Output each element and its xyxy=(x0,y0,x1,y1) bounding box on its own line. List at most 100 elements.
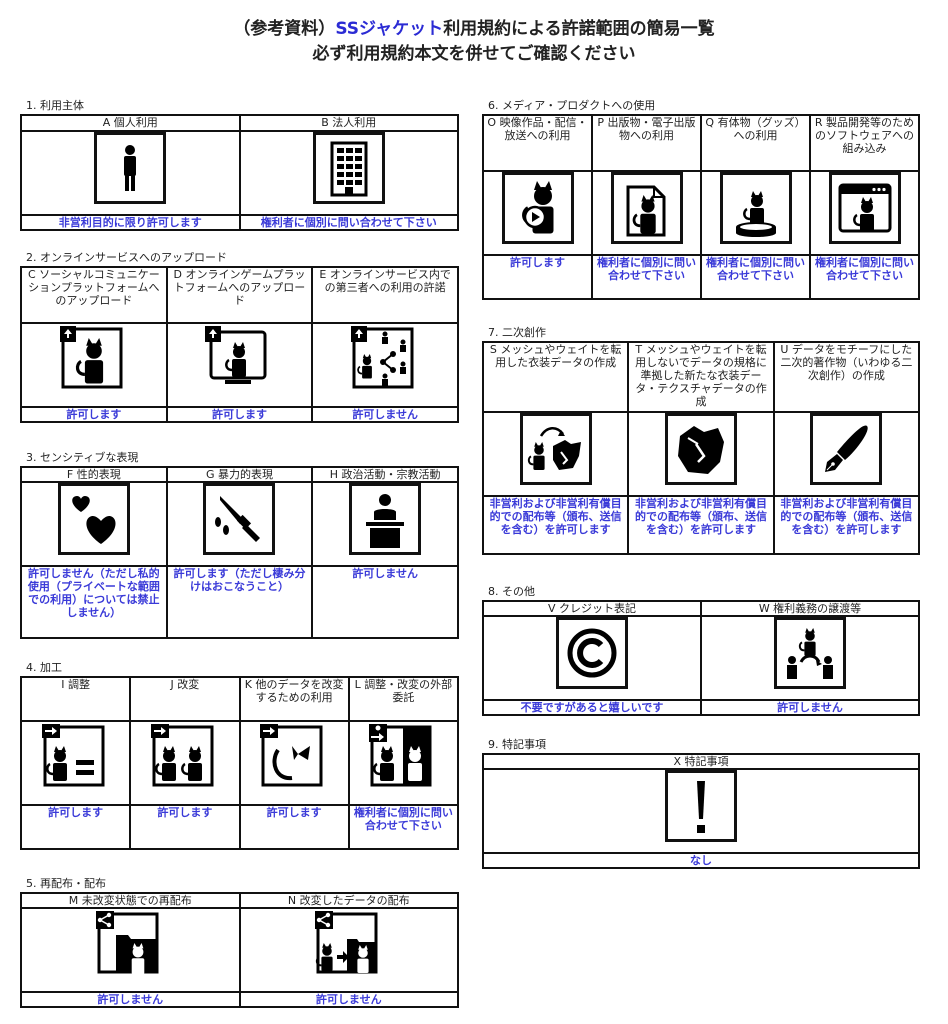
share-modified-icon xyxy=(312,910,385,981)
item-label: K 他のデータを改変するための利用 xyxy=(238,676,350,722)
item-status: 権利者に個別に問い合わせて下さい xyxy=(238,214,459,231)
item-status: 許可します xyxy=(20,406,168,423)
item-status: 非営利および非営利有償目的での配布等（頒布、送信を含む）を許可します xyxy=(481,495,630,555)
exclamation-icon xyxy=(665,771,737,842)
item-status: 権利者に個別に問い合わせて下さい xyxy=(591,254,702,300)
item-label: I 調整 xyxy=(19,676,132,722)
document-icon xyxy=(610,173,683,244)
section-title: 2. オンラインサービスへのアップロード xyxy=(26,251,227,264)
item-label: W 権利義務の譲渡等 xyxy=(700,600,920,617)
section-title: 4. 加工 xyxy=(26,661,62,674)
section-title: 1. 利用主体 xyxy=(26,99,84,112)
podium-icon xyxy=(349,484,422,555)
item-status: 許可しません xyxy=(311,406,459,423)
section-title: 9. 特記事項 xyxy=(488,738,546,751)
section-special-notes: 9. 特記事項 X 特記事項 なし xyxy=(482,738,920,869)
item-status: なし xyxy=(482,852,920,869)
license-table: F 性的表現 G 暴力的表現 H 政治活動・宗教活動 許可しません（ただし私的使… xyxy=(20,466,459,639)
section-derivative-works: 7. 二次創作 S メッシュやウェイトを転用した衣装データの作成 T メッシュや… xyxy=(481,326,921,555)
knife-icon xyxy=(203,484,276,555)
item-label: N 改変したデータの配布 xyxy=(238,892,459,909)
clothing-transfer-icon xyxy=(519,414,592,485)
item-label: Q 有体物（グッズ）への利用 xyxy=(700,114,811,172)
item-label: P 出版物・電子出版物への利用 xyxy=(591,114,702,172)
product-name: SSジャケット xyxy=(335,19,444,39)
item-status: 非営利および非営利有償目的での配布等（頒布、送信を含む）を許可します xyxy=(772,495,921,555)
item-label: G 暴力的表現 xyxy=(165,466,314,483)
section-media-product: 6. メディア・プロダクトへの使用 O 映像作品・配信・放送への利用 P 出版物… xyxy=(482,99,920,300)
item-status: 許可しません xyxy=(700,699,920,716)
item-label: X 特記事項 xyxy=(482,753,920,770)
item-status: 不要ですがあると嬉しいです xyxy=(482,699,702,716)
item-label: R 製品開発等のためのソフトウェアへの組み込み xyxy=(809,114,920,172)
item-label: T メッシュやウェイトを転用しないでデータの規格に準拠した新たな衣装データ・テク… xyxy=(627,341,775,413)
item-status: 許可します xyxy=(19,804,132,850)
section-title: 6. メディア・プロダクトへの使用 xyxy=(488,99,656,112)
item-status: 許可しません（ただし私的使用（プライベートな範囲での利用）については禁止しません… xyxy=(20,565,168,639)
item-label: J 改変 xyxy=(129,676,241,722)
section-sensitive-expression: 3. センシティブな表現 F 性的表現 G 暴力的表現 H 政治活動・宗教活動 … xyxy=(20,451,459,639)
building-icon xyxy=(312,133,385,204)
item-label: D オンラインゲームプラットフォームへのアップロード xyxy=(165,266,314,324)
pen-icon xyxy=(810,414,883,485)
section-usage-subject: 1. 利用主体 A 個人利用 B 法人利用 非営利目的に限り許可します 権利者に… xyxy=(20,99,459,231)
clothing-icon xyxy=(664,414,737,485)
share-folder-icon xyxy=(94,910,167,981)
item-status: 権利者に個別に問い合わせて下さい xyxy=(700,254,811,300)
item-status: 許可します（ただし棲み分けはおこなうこと） xyxy=(165,565,314,639)
item-status: 許可しません xyxy=(311,565,459,639)
section-processing: 4. 加工 I 調整 J 改変 K 他のデータを改変するための利用 L 調整・改… xyxy=(19,661,460,850)
item-label: V クレジット表記 xyxy=(482,600,702,617)
license-table: O 映像作品・配信・放送への利用 P 出版物・電子出版物への利用 Q 有体物（グ… xyxy=(482,114,920,300)
section-title: 7. 二次創作 xyxy=(488,326,546,339)
item-status: 許可します xyxy=(238,804,350,850)
video-icon xyxy=(501,173,574,244)
section-other: 8. その他 V クレジット表記 W 権利義務の譲渡等 不要ですがあると嬉しいで… xyxy=(482,585,920,716)
license-table: X 特記事項 なし xyxy=(482,753,920,869)
license-table: M 未改変状態での再配布 N 改変したデータの配布 許可しません 許可しません xyxy=(20,892,459,1008)
license-table: I 調整 J 改変 K 他のデータを改変するための利用 L 調整・改変の外部委託… xyxy=(19,676,460,850)
upload-avatar-icon xyxy=(57,325,130,396)
person-icon xyxy=(94,133,167,204)
hearts-icon xyxy=(57,484,130,555)
title-line-1: （参考資料）SSジャケット利用規約による許諾範囲の簡易一覧 xyxy=(233,19,715,39)
software-window-icon xyxy=(828,173,901,244)
item-status: 許可しません xyxy=(20,991,241,1008)
license-table: S メッシュやウェイトを転用した衣装データの作成 T メッシュやウェイトを転用し… xyxy=(481,341,921,555)
section-title: 5. 再配布・配布 xyxy=(26,877,106,890)
item-status: 権利者に個別に問い合わせて下さい xyxy=(809,254,920,300)
item-status: 非営利目的に限り許可します xyxy=(20,214,241,231)
item-label: O 映像作品・配信・放送への利用 xyxy=(482,114,593,172)
adjust-icon xyxy=(39,723,112,794)
item-label: B 法人利用 xyxy=(238,114,459,132)
license-table: C ソーシャルコミュニケーションプラットフォームへのアップロード D オンライン… xyxy=(20,266,459,423)
item-status: 許可しません xyxy=(238,991,459,1008)
item-label: C ソーシャルコミュニケーションプラットフォームへのアップロード xyxy=(20,266,168,324)
item-label: U データをモチーフにした二次的著作物（いわゆる二次創作）の作成 xyxy=(772,341,921,413)
figure-icon xyxy=(719,173,792,244)
item-label: H 政治活動・宗教活動 xyxy=(311,466,459,483)
item-label: M 未改変状態での再配布 xyxy=(20,892,241,909)
item-status: 許可します xyxy=(129,804,241,850)
license-table: A 個人利用 B 法人利用 非営利目的に限り許可します 権利者に個別に問い合わせ… xyxy=(20,114,459,231)
item-status: 権利者に個別に問い合わせて下さい xyxy=(347,804,460,850)
transfer-rights-icon xyxy=(774,618,846,689)
item-status: 許可します xyxy=(482,254,593,300)
modify-icon xyxy=(148,723,221,794)
section-redistribution: 5. 再配布・配布 M 未改変状態での再配布 N 改変したデータの配布 許可しま… xyxy=(20,877,459,1008)
item-label: F 性的表現 xyxy=(20,466,168,483)
upload-monitor-icon xyxy=(203,325,276,396)
section-title: 3. センシティブな表現 xyxy=(26,451,139,464)
copyright-icon xyxy=(556,618,628,689)
upload-share-icon xyxy=(349,325,422,396)
item-status: 許可します xyxy=(165,406,314,423)
license-table: V クレジット表記 W 権利義務の譲渡等 不要ですがあると嬉しいです 許可しませ… xyxy=(482,600,920,716)
document-title: （参考資料）SSジャケット利用規約による許諾範囲の簡易一覧 必ず利用規約本文を併… xyxy=(0,17,948,67)
title-line-2: 必ず利用規約本文を併せてご確認ください xyxy=(312,44,636,64)
item-label: S メッシュやウェイトを転用した衣装データの作成 xyxy=(481,341,630,413)
parts-icon xyxy=(258,723,331,794)
item-label: E オンラインサービス内での第三者への利用の許諾 xyxy=(311,266,459,324)
item-status: 非営利および非営利有償目的での配布等（頒布、送信を含む）を許可します xyxy=(627,495,775,555)
section-title: 8. その他 xyxy=(488,585,535,598)
section-online-upload: 2. オンラインサービスへのアップロード C ソーシャルコミュニケーションプラッ… xyxy=(20,251,459,423)
